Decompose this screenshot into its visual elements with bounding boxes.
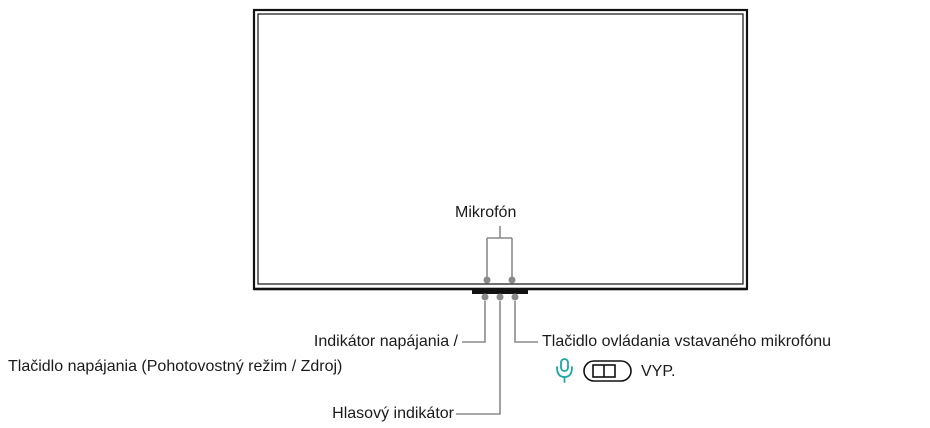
microphone-label: Mikrofón [455, 204, 517, 221]
power-indicator-leader [462, 301, 486, 343]
voice-indicator-leader [456, 301, 501, 415]
mic-button-dot [511, 293, 519, 301]
microphone-dot-left [483, 276, 491, 284]
mic-control-button-label: Tlačidlo ovládania vstavaného mikrofónu [542, 333, 832, 350]
control-module [472, 289, 528, 294]
microphone-leader [486, 226, 513, 279]
power-indicator-dot [481, 293, 489, 301]
power-indicator-label: Indikátor napájania / [313, 333, 458, 350]
tv-screen [257, 13, 744, 285]
tv-outer-frame [252, 8, 749, 291]
voice-indicator-dot [496, 293, 504, 301]
power-button-label: Tlačidlo napájania (Pohotovostný režim /… [8, 358, 343, 375]
mic-button-leader [514, 301, 538, 343]
voice-indicator-label: Hlasový indikátor [332, 405, 454, 422]
mic-switch-state-label: VYP. [641, 363, 676, 380]
toggle-switch-icon [583, 360, 632, 382]
microphone-dot-right [508, 276, 516, 284]
microphone-icon [556, 358, 573, 383]
